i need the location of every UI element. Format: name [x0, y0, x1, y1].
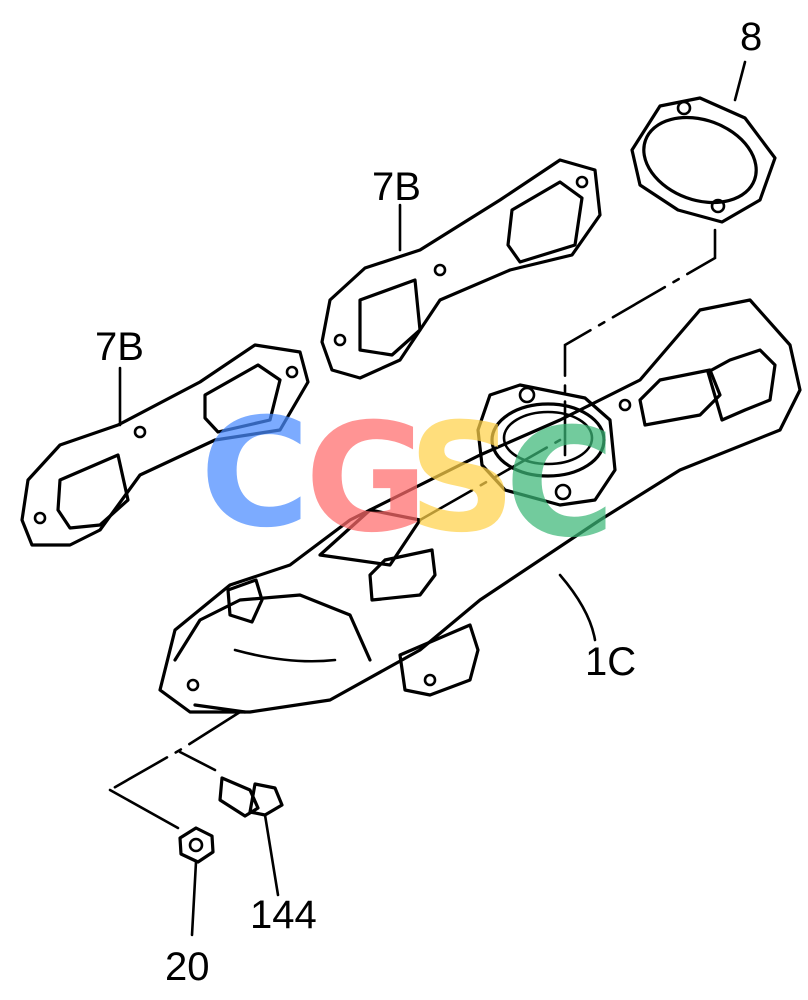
- gasket-7b-middle: [320, 158, 602, 380]
- gasket-8: [630, 96, 777, 224]
- callout-labels: 7B 7B 8 1C 144 20: [95, 15, 762, 989]
- watermark-letter: C: [200, 387, 310, 561]
- callout-1c: 1C: [585, 640, 636, 684]
- assembly-lines: [108, 228, 717, 830]
- watermark-letter: S: [408, 392, 516, 566]
- gasket-7b-left: [20, 343, 310, 547]
- watermark-letter: C: [505, 397, 615, 571]
- watermark-letter: G: [305, 392, 428, 566]
- cgsc-watermark: C G S C: [200, 387, 615, 571]
- callout-8: 8: [740, 15, 762, 59]
- bolt-144: [218, 776, 284, 818]
- exhaust-manifold-1c: [158, 298, 802, 714]
- callout-20: 20: [165, 945, 210, 989]
- leader-lines: [118, 60, 747, 937]
- callout-7b-left: 7B: [95, 325, 144, 369]
- callout-7b-middle: 7B: [372, 165, 421, 209]
- nut-20: [178, 826, 215, 864]
- callout-144: 144: [250, 893, 317, 937]
